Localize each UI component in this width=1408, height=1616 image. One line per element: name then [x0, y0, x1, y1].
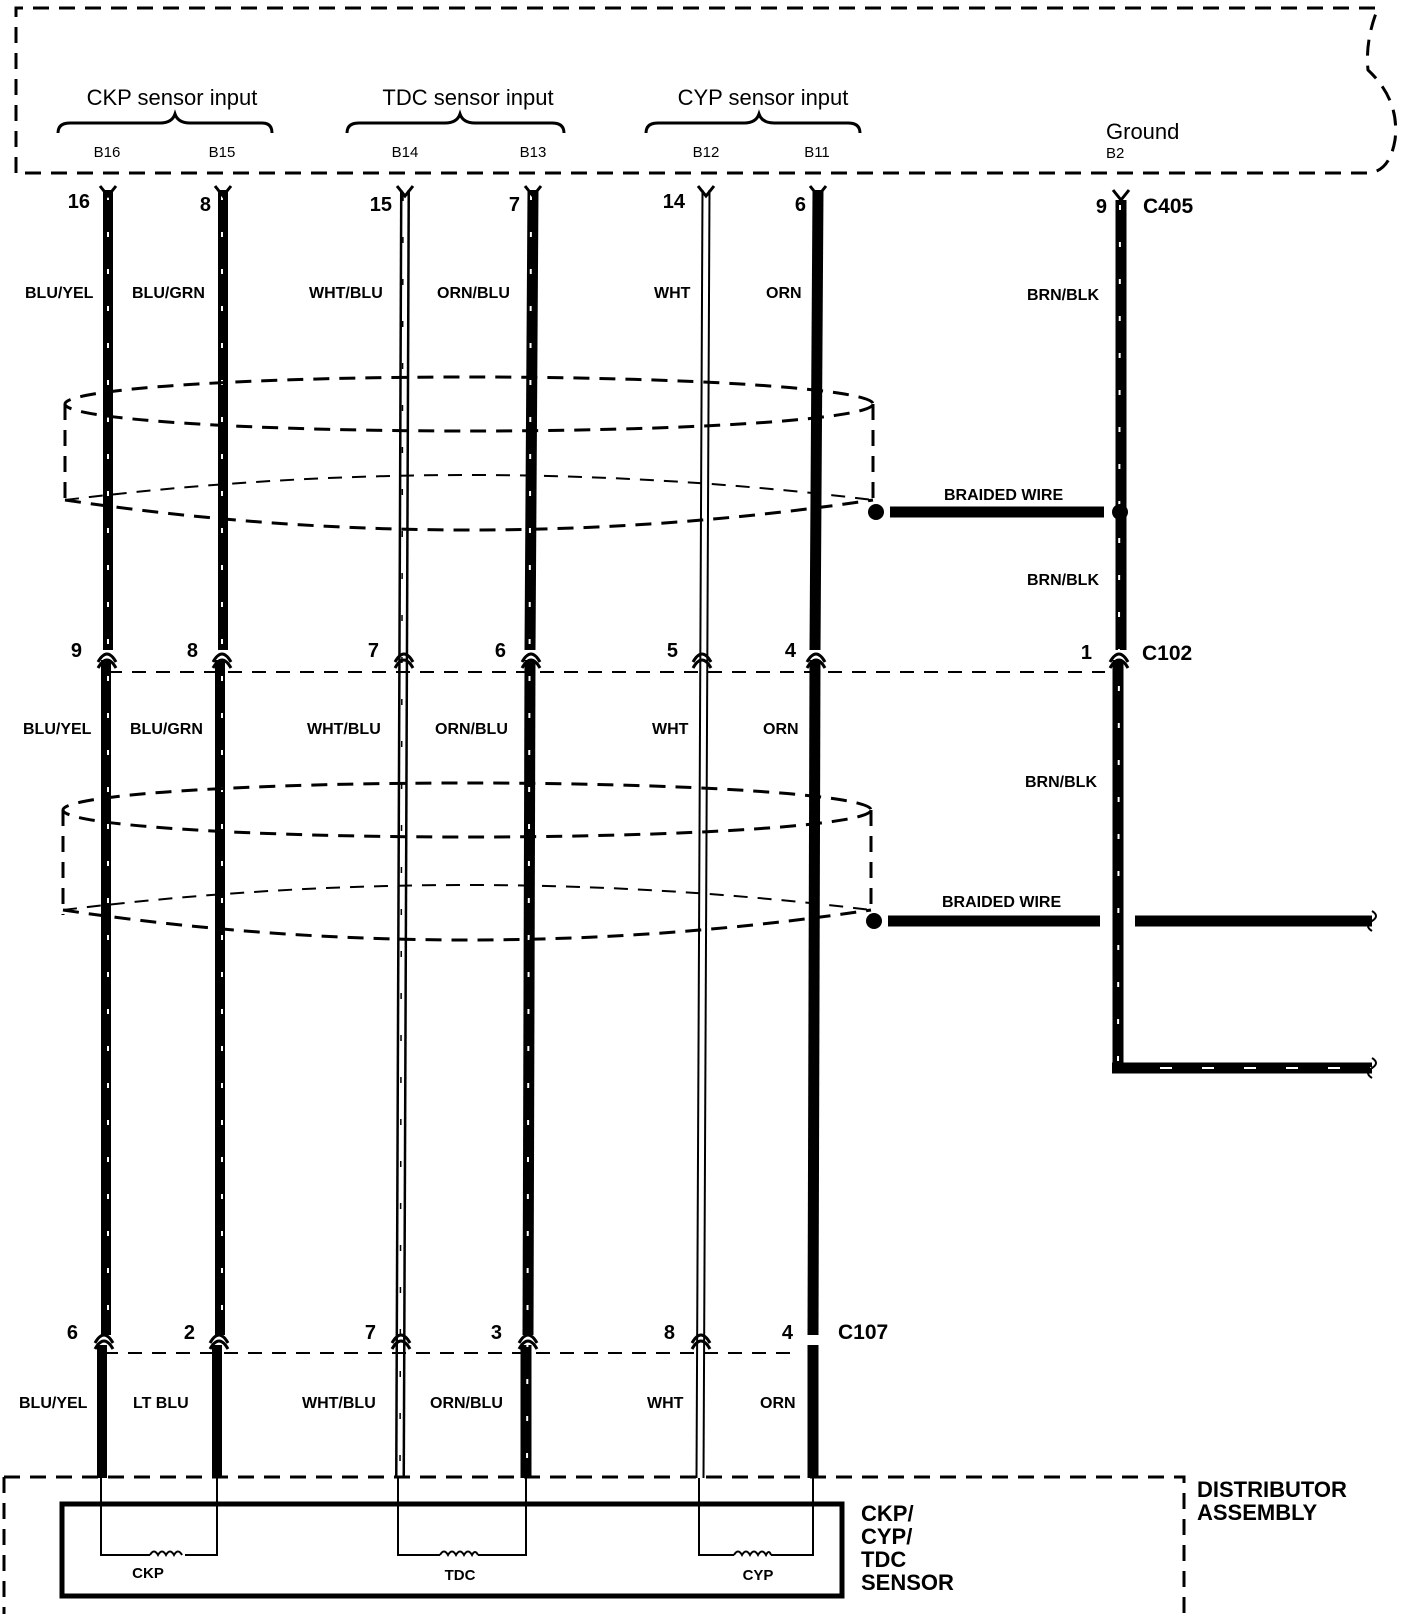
upper-wire-color-2: BLU/GRN	[132, 285, 205, 302]
c107-pin-6: 6	[67, 1322, 78, 1344]
wire-wht	[695, 189, 711, 1479]
lower-wire-color-5: WHT	[647, 1395, 684, 1412]
braided-wire-label-1: BRAIDED WIRE	[944, 487, 1063, 504]
c405-pin-14: 14	[663, 191, 686, 213]
middle-wire-color-4: ORN/BLU	[435, 721, 508, 738]
c102-pin-8: 8	[187, 640, 198, 662]
c405-pin-8: 8	[200, 194, 211, 216]
tdc-group-label: TDC sensor input	[382, 85, 553, 110]
c102-pin-7: 7	[368, 640, 379, 662]
coil-leads	[100, 1478, 814, 1556]
middle-wire-color-2: BLU/GRN	[130, 721, 203, 738]
lower-wire-color-2: LT BLU	[133, 1395, 189, 1412]
ckp-group-label: CKP sensor input	[87, 85, 258, 110]
ground-label: Ground	[1106, 119, 1179, 144]
ecm-pin-b2: B2	[1106, 145, 1124, 162]
c107-label: C107	[838, 1321, 888, 1344]
c107-pin-2: 2	[184, 1322, 195, 1344]
middle-wire-color-3: WHT/BLU	[307, 721, 381, 738]
lower-wire-color-3: WHT/BLU	[302, 1395, 376, 1412]
ecm-pin-b13: B13	[520, 144, 547, 161]
upper-wire-color-5: WHT	[654, 285, 691, 302]
c107-pin-4: 4	[782, 1322, 794, 1344]
sensor-label-line-1: CKP/	[861, 1501, 914, 1526]
c405-pin-16: 16	[68, 191, 90, 213]
ecm-pin-b14: B14	[392, 144, 419, 161]
ground-mid-wire-color: BRN/BLK	[1027, 572, 1099, 589]
wire-orn-blu	[520, 189, 539, 1478]
upper-wire-color-6: ORN	[766, 285, 802, 302]
wire-blu-yel	[97, 190, 113, 1478]
braided-wire-label-2: BRAIDED WIRE	[942, 894, 1061, 911]
lower-wire-color-1: BLU/YEL	[19, 1395, 88, 1412]
upper-wire-color-4: ORN/BLU	[437, 285, 510, 302]
wire-wht-blu	[395, 189, 410, 1479]
sensor-label-line-2: CYP/	[861, 1524, 912, 1549]
lower-wire-color-6: ORN	[760, 1395, 796, 1412]
c107-pin-8: 8	[664, 1322, 675, 1344]
sensor-label-line-4: SENSOR	[861, 1570, 954, 1595]
c102-pin-5: 5	[667, 640, 678, 662]
cyp-group-label: CYP sensor input	[678, 85, 849, 110]
ecm-pin-b15: B15	[209, 144, 236, 161]
upper-wire-color-1: BLU/YEL	[25, 285, 94, 302]
c405-pin-6: 6	[795, 194, 806, 216]
middle-wire-color-7: BRN/BLK	[1025, 774, 1097, 791]
coil-symbols	[149, 1550, 772, 1558]
c107-pin-3: 3	[491, 1322, 502, 1344]
ecm-pin-b16: B16	[94, 144, 121, 161]
coil-label-ckp: CKP	[132, 1565, 164, 1582]
c405-pin-15: 15	[370, 194, 392, 216]
c102-pin-6: 6	[495, 640, 506, 662]
distributor-label-line-1: DISTRIBUTOR	[1197, 1477, 1347, 1502]
distributor-boundary	[2, 1475, 1186, 1614]
group-brackets	[56, 109, 862, 134]
shield-lower	[61, 781, 873, 942]
c102-pin-9: 9	[71, 640, 82, 662]
shield-upper	[63, 375, 875, 532]
c107-pin-7: 7	[365, 1322, 376, 1344]
ecm-pin-b11: B11	[804, 144, 830, 161]
coil-label-tdc: TDC	[445, 1567, 476, 1584]
upper-wire-color-7: BRN/BLK	[1027, 287, 1099, 304]
terminal-marks	[93, 185, 1131, 1350]
sensor-label-line-3: TDC	[861, 1547, 906, 1572]
c102-pin-4: 4	[785, 640, 797, 662]
ecm-boundary	[14, 6, 1398, 175]
lower-wire-color-4: ORN/BLU	[430, 1395, 503, 1412]
c405-pin-9: 9	[1096, 196, 1107, 218]
wire-blu-grn	[212, 190, 228, 1478]
wire-orn	[807, 189, 824, 1478]
c102-pin-1: 1	[1081, 642, 1092, 664]
c405-label: C405	[1143, 195, 1194, 218]
upper-wire-color-3: WHT/BLU	[309, 285, 383, 302]
distributor-label-line-2: ASSEMBLY	[1197, 1500, 1318, 1525]
c405-pin-7: 7	[509, 194, 520, 216]
middle-wire-color-1: BLU/YEL	[23, 721, 92, 738]
braided-wire-upper	[868, 504, 1128, 520]
sensor-box	[59, 1501, 845, 1599]
wire-brn-blk	[1112, 200, 1377, 1079]
coil-label-cyp: CYP	[743, 1567, 774, 1584]
middle-wire-color-5: WHT	[652, 721, 689, 738]
braided-wire-lower	[866, 910, 1377, 932]
c102-label: C102	[1142, 642, 1192, 665]
middle-wire-color-6: ORN	[763, 721, 799, 738]
ecm-pin-b12: B12	[693, 144, 720, 161]
